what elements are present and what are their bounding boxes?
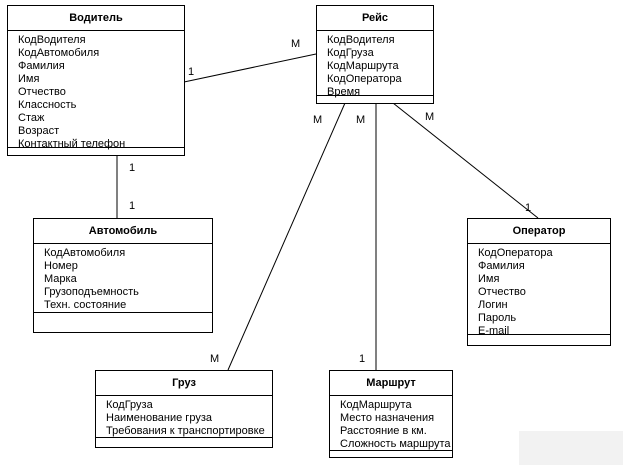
attribute: Расстояние в км. (340, 425, 427, 437)
entity-route[interactable]: Маршрут КодМаршрута Место назначения Рас… (329, 370, 453, 458)
entity-operator[interactable]: Оператор КодОператора Фамилия Имя Отчест… (467, 218, 611, 346)
attribute: КодГруза (327, 47, 374, 59)
attribute: Отчество (18, 86, 66, 98)
entity-operator-footer (468, 334, 610, 345)
cardinality-driver-trip-driver: 1 (188, 66, 195, 78)
attribute: КодАвтомобиля (18, 47, 100, 59)
entity-cargo-footer (96, 437, 272, 447)
entity-car-attributes: КодАвтомобиля Номер Марка Грузоподъемнос… (34, 244, 212, 316)
attribute: Место назначения (340, 412, 435, 424)
entity-trip[interactable]: Рейс КодВодителя КодГруза КодМаршрута Ко… (316, 5, 434, 104)
attribute: КодАвтомобиля (44, 247, 126, 259)
entity-operator-attributes: КодОператора Фамилия Имя Отчество Логин … (468, 244, 610, 342)
cardinality-driver-car-driver: 1 (129, 162, 136, 174)
attribute: Сложность маршрута (340, 438, 451, 450)
cardinality-trip-route-trip: M (356, 114, 366, 126)
entity-car[interactable]: Автомобиль КодАвтомобиля Номер Марка Гру… (33, 218, 213, 333)
background-corner (519, 431, 623, 465)
attribute: КодГруза (106, 399, 153, 411)
attribute: Стаж (18, 112, 45, 124)
attribute: Фамилия (478, 260, 525, 272)
entity-cargo-attributes: КодГруза Наименование груза Требования к… (96, 396, 272, 442)
attribute: Отчество (478, 286, 526, 298)
attribute: Имя (18, 73, 40, 85)
attribute: КодВодителя (327, 34, 395, 46)
attribute: Фамилия (18, 60, 65, 72)
cardinality-trip-operator-trip: M (425, 111, 435, 123)
attribute: Возраст (18, 125, 60, 137)
attribute: Марка (44, 273, 77, 285)
attribute: Классность (18, 99, 77, 111)
attribute: Грузоподъемность (44, 286, 139, 298)
entity-cargo-title: Груз (96, 371, 272, 396)
cardinality-trip-operator-operator: 1 (525, 202, 532, 214)
entity-car-title: Автомобиль (34, 219, 212, 244)
entity-cargo[interactable]: Груз КодГруза Наименование груза Требова… (95, 370, 273, 448)
attribute: Имя (478, 273, 500, 285)
attribute: Номер (44, 260, 78, 272)
entity-car-footer (34, 312, 212, 332)
entity-trip-attributes: КодВодителя КодГруза КодМаршрута КодОпер… (317, 31, 433, 103)
entity-route-attributes: КодМаршрута Место назначения Расстояние … (330, 396, 452, 455)
entity-route-title: Маршрут (330, 371, 452, 396)
cardinality-driver-trip-trip: M (291, 38, 301, 50)
attribute: КодМаршрута (327, 60, 399, 72)
attribute: Логин (478, 299, 508, 311)
attribute: Требования к транспортировке (106, 425, 265, 437)
cardinality-trip-route-route: 1 (359, 353, 366, 365)
attribute: КодОператора (327, 73, 402, 85)
attribute: Пароль (478, 312, 517, 324)
cardinality-trip-cargo-cargo: M (210, 353, 220, 365)
attribute: Наименование груза (106, 412, 212, 424)
cardinality-driver-car-car: 1 (129, 200, 136, 212)
attribute: КодМаршрута (340, 399, 412, 411)
attribute: КодОператора (478, 247, 553, 259)
line-trip-operator (392, 102, 539, 219)
line-driver-trip (183, 53, 317, 83)
entity-operator-title: Оператор (468, 219, 610, 244)
entity-trip-title: Рейс (317, 6, 433, 31)
line-trip-cargo (227, 102, 346, 371)
entity-driver[interactable]: Водитель КодВодителя КодАвтомобиля Фамил… (7, 5, 185, 156)
entity-driver-footer (8, 147, 184, 155)
entity-route-footer (330, 450, 452, 457)
entity-trip-footer (317, 95, 433, 103)
entity-driver-title: Водитель (8, 6, 184, 31)
attribute: КодВодителя (18, 34, 86, 46)
attribute: Техн. состояние (44, 299, 127, 311)
entity-driver-attributes: КодВодителя КодАвтомобиля Фамилия Имя От… (8, 31, 184, 155)
cardinality-trip-cargo-trip: M (313, 114, 323, 126)
